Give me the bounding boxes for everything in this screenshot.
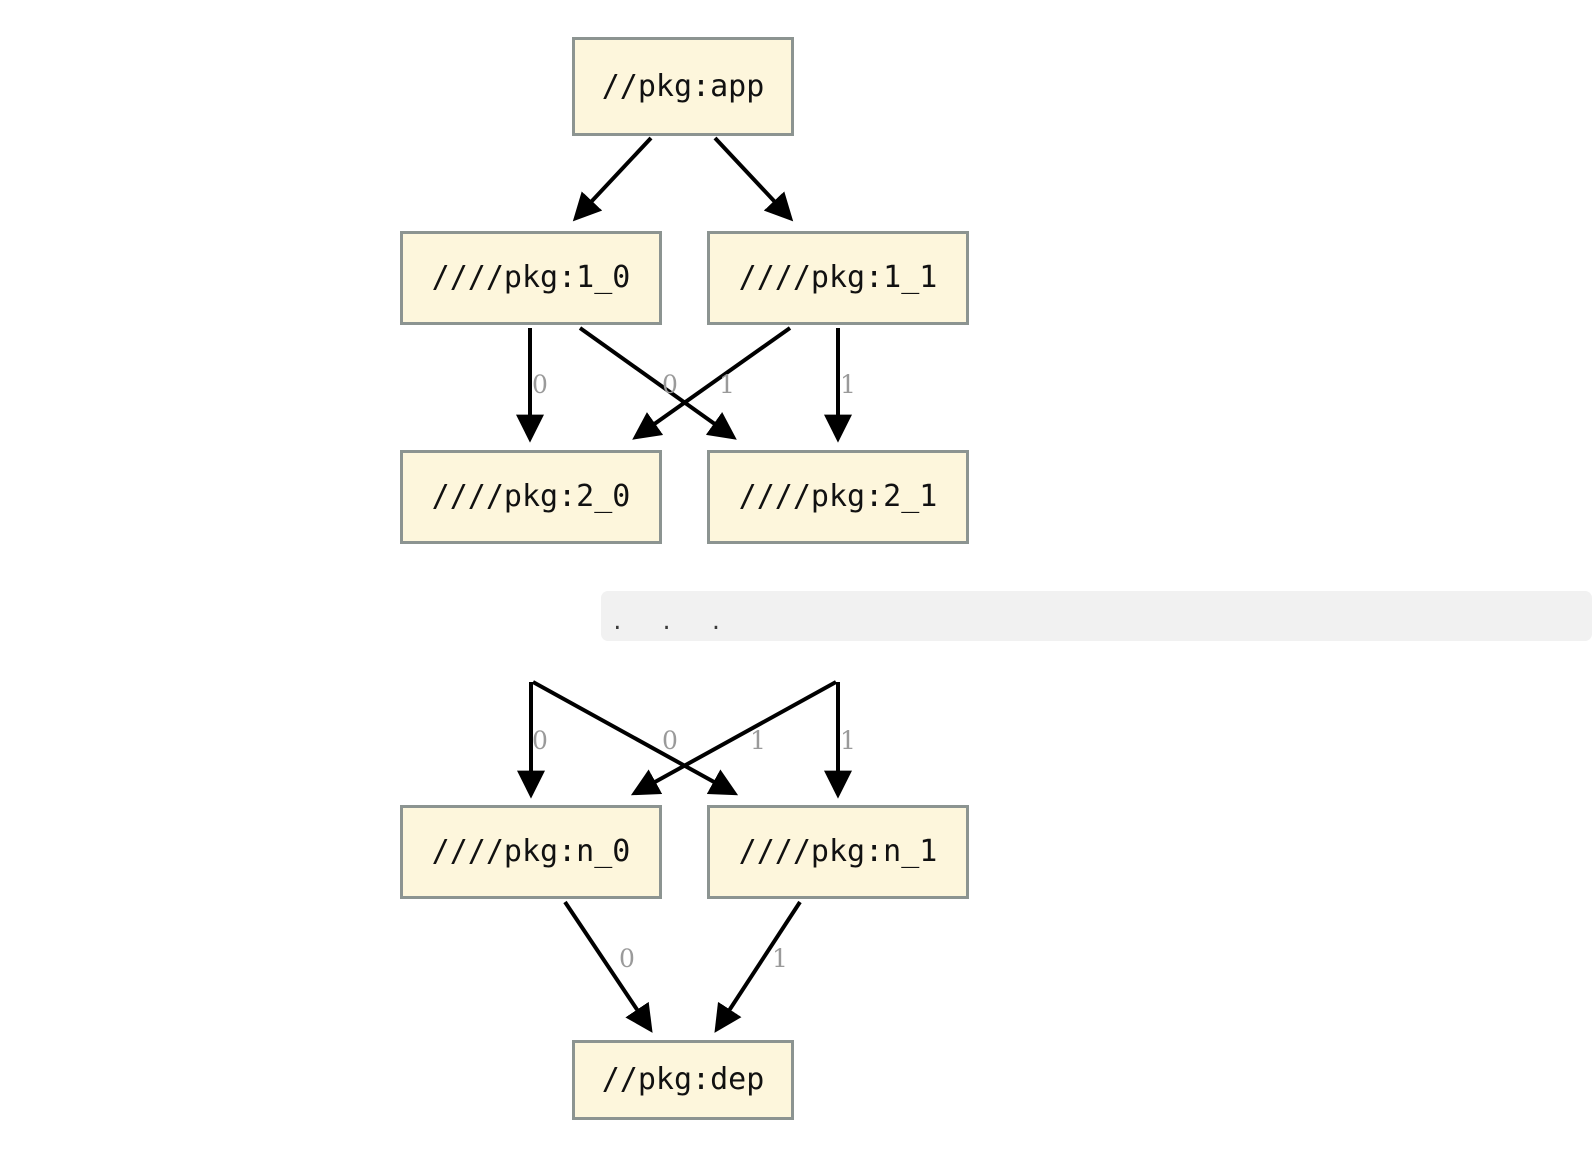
edge-1_1-to-2_0 — [632, 326, 792, 440]
edge-label: 0 — [532, 370, 548, 399]
edge-dangling-left-to-n_1 — [532, 680, 739, 796]
edge-n_0-to-dep — [563, 900, 653, 1033]
node-pkg-n_0[interactable]: ////pkg:n_0 — [400, 805, 662, 899]
edge-label: 0 — [619, 944, 635, 973]
node-label: ////pkg:2_1 — [738, 479, 938, 514]
ellipsis-dots: . . . — [611, 610, 735, 634]
node-label: ////pkg:1_0 — [431, 260, 631, 295]
node-label: ////pkg:n_0 — [431, 834, 631, 869]
node-pkg-1_0[interactable]: ////pkg:1_0 — [400, 231, 662, 325]
edge-app-to-1_0 — [572, 136, 653, 222]
edge-label: 1 — [772, 944, 788, 973]
node-label: ////pkg:2_0 — [431, 479, 631, 514]
edge-label: 0 — [532, 726, 548, 755]
edge-label: 1 — [840, 726, 856, 755]
node-pkg-2_0[interactable]: ////pkg:2_0 — [400, 450, 662, 544]
edge-label: 1 — [750, 726, 766, 755]
edge-n_1-to-dep — [714, 900, 802, 1033]
node-label: ////pkg:n_1 — [738, 834, 938, 869]
node-pkg-2_1[interactable]: ////pkg:2_1 — [707, 450, 969, 544]
edge-label: 1 — [840, 370, 856, 399]
edge-1_0-to-2_1 — [578, 326, 737, 440]
edge-app-to-1_1 — [713, 136, 794, 222]
edge-dangling-right-to-n_0 — [630, 680, 837, 796]
node-pkg-n_1[interactable]: ////pkg:n_1 — [707, 805, 969, 899]
node-label: //pkg:dep — [601, 1062, 765, 1097]
ellipsis-band — [601, 591, 1592, 641]
node-label: ////pkg:1_1 — [738, 260, 938, 295]
node-pkg-app[interactable]: //pkg:app — [572, 37, 794, 136]
edge-label: 1 — [719, 370, 735, 399]
node-pkg-1_1[interactable]: ////pkg:1_1 — [707, 231, 969, 325]
node-pkg-dep[interactable]: //pkg:dep — [572, 1040, 794, 1120]
edge-label: 0 — [662, 726, 678, 755]
node-label: //pkg:app — [601, 68, 765, 104]
edge-label: 0 — [662, 370, 678, 399]
